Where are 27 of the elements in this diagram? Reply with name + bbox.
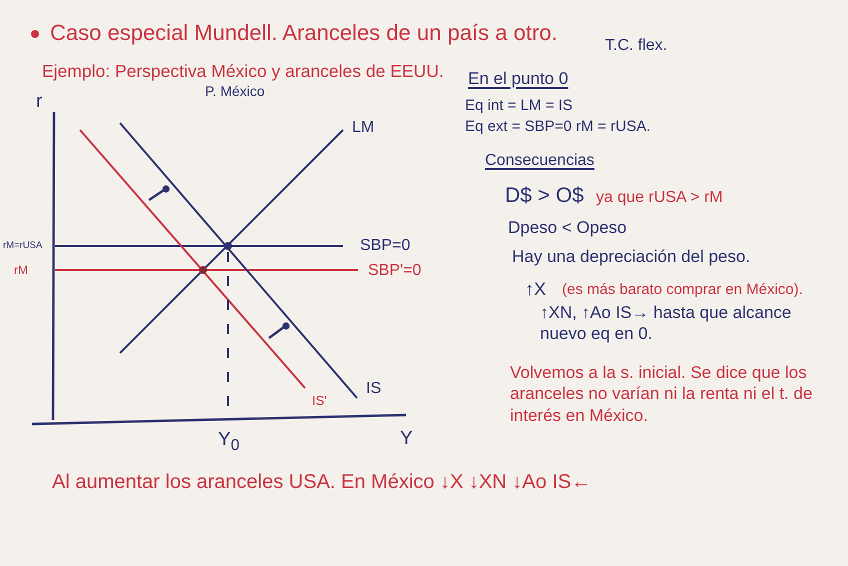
- curve-label: SBP'=0: [368, 261, 422, 281]
- tick-label: rM: [14, 263, 28, 278]
- note: Hay una depreciación del peso.: [512, 246, 750, 268]
- axis-label: r: [36, 90, 42, 114]
- chart-title: P. México: [205, 83, 265, 100]
- note: Eq ext = SBP=0 rM = rUSA.: [465, 118, 650, 137]
- note: ↑X: [525, 278, 546, 300]
- subheading: Ejemplo: Perspectiva México y aranceles de EEUU.: [42, 61, 444, 83]
- note: D$ > O$: [505, 183, 584, 209]
- curve-label: SBP=0: [360, 236, 410, 256]
- note: (es más barato comprar en México).: [562, 281, 803, 300]
- section-heading: En el punto 0: [468, 68, 568, 90]
- note: Al aumentar los aranceles USA. En México ↓X ↓XN ↓Ao IS←: [52, 470, 592, 495]
- note: ya que rUSA > rM: [596, 188, 723, 208]
- note: Eq int = LM = IS: [465, 97, 573, 116]
- axis-label: Y$_{0}$: [218, 428, 240, 456]
- curve-label: IS': [312, 393, 327, 410]
- axis-label: Y: [400, 427, 413, 451]
- heading: Caso especial Mundell. Aranceles de un país a otro.: [50, 19, 558, 46]
- note: T.C. flex.: [605, 36, 668, 56]
- curve-label: LM: [352, 118, 374, 138]
- note: ↑XN, ↑Ao IS→ hasta que alcance nuevo eq en 0.: [540, 302, 792, 344]
- curve-label: IS: [366, 379, 382, 399]
- tick-label: rM=rUSA: [3, 240, 42, 252]
- section-heading: Consecuencias: [485, 151, 594, 171]
- note: Dpeso < Opeso: [508, 217, 627, 238]
- note: Volvemos a la s. inicial. Se dice que los aranceles no varían ni la renta ni el t. de interés en México.: [510, 362, 814, 426]
